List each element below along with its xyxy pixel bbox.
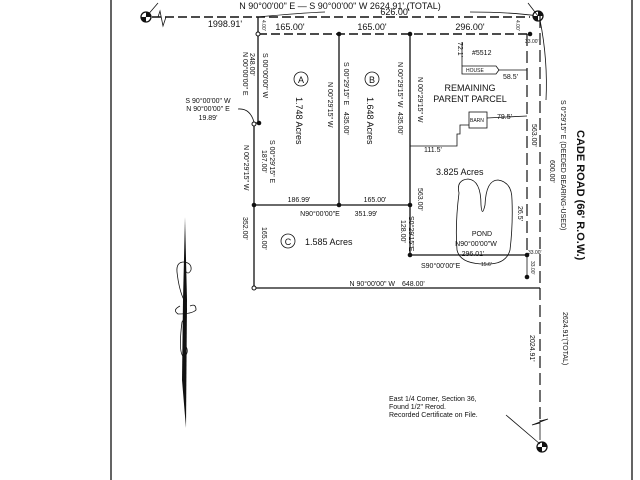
top-seg-c: 296.00': [455, 22, 485, 32]
barn-west-dist: 111.5': [424, 147, 442, 154]
barn-annex: [410, 124, 469, 147]
house-label: HOUSE: [466, 68, 484, 74]
lot-a-lower-bearing: S 00°29'15" E: [268, 140, 276, 184]
lot-a-lower-bearing-out: N 00°29'15" W: [242, 145, 250, 191]
lot-c-south-bearing: N 90°00'00" W: [349, 280, 395, 288]
jog-dist: 19.89': [199, 115, 218, 122]
parent-title-1: REMAINING: [444, 83, 495, 93]
top-seg-a: 165.00': [275, 22, 305, 32]
se-row-dist-1: 33.00': [528, 250, 542, 256]
leader-line: [237, 108, 255, 123]
row-corner-dist: 33.00': [525, 39, 539, 45]
note-line-2: Found 1/2" Rerod.: [389, 404, 446, 411]
lot-b-west-bearing-out: N 00°29'15" W: [326, 82, 334, 128]
lot-c-north-dist: 351.99': [355, 211, 378, 218]
lot-a-lower-dist: 187.00': [260, 150, 267, 173]
jog-bearing-1: S 90°00'00" W: [185, 97, 231, 105]
parent-acres: 3.825 Acres: [436, 167, 484, 177]
dimension-arc: [257, 11, 326, 18]
lot-b-east-dist: 435.00': [396, 112, 403, 135]
lot-a-west-dist: 248.00': [248, 53, 255, 76]
lot-c-west-outer-dist: 352.00': [241, 217, 248, 240]
lot-c-west-dist: 165.00': [260, 227, 267, 250]
pond-setback: 26.5': [516, 206, 523, 221]
lot-c-acres: 1.585 Acres: [305, 237, 353, 247]
dimension-arc: [469, 11, 539, 17]
road-total-dist: 2624.91'(TOTAL): [561, 312, 568, 365]
break-symbol: [531, 418, 549, 440]
lot-a-label: A: [298, 75, 304, 85]
lot-b-label: B: [369, 75, 375, 85]
pond-label: POND: [472, 231, 492, 238]
monument-icon: [140, 2, 159, 23]
parcel-west-south-boundary: [253, 17, 540, 289]
pond-distance: 15.6': [481, 262, 492, 268]
top-total-distance: 626.00': [380, 7, 410, 17]
lot-a-marker: [293, 71, 309, 87]
barn-label: BARN: [470, 118, 484, 124]
lot-b-south-dist: 165.00': [364, 197, 387, 204]
row-west-dist: 4.00': [260, 20, 266, 31]
lot-a-south-dist: 186.99': [288, 197, 311, 204]
parent-south-bearing-2: S90°00'00"E: [421, 262, 461, 270]
note-line-3: Recorded Certificate on File.: [389, 412, 478, 419]
monument-icon: [527, 2, 544, 22]
lot-b-west-dist: 435.00': [342, 112, 349, 135]
monument-icon: [536, 441, 548, 453]
lot-b-marker: [364, 71, 380, 87]
parent-west-dist: 563.00': [416, 188, 423, 211]
lot-c-south-dist: 648.00': [402, 281, 425, 288]
parent-east-dist: 563.00': [530, 124, 537, 147]
row-east-dist: 4.00': [514, 20, 520, 31]
parent-south-dist: 296.01': [462, 251, 485, 258]
pond-outline: [455, 178, 513, 265]
se-row-dist-2: 33.00': [529, 261, 535, 275]
jog-bearing-2: N 90°00'00" E: [186, 105, 230, 113]
parent-title-2: PARENT PARCEL: [433, 94, 507, 104]
parent-south-bearing: N90°00'00"W: [455, 240, 497, 248]
road-bearing: S 0°29'15" E (DEEDED BEARING-USED): [559, 100, 567, 230]
note-line-1: East 1/4 Corner, Section 36,: [389, 396, 477, 403]
barn-setback: 79.5': [497, 114, 512, 121]
lot-a-west-bearing-out: N 00°00'00" E: [241, 52, 249, 96]
house-north-dist: 72.1': [456, 42, 463, 57]
lot-b-acres: 1.648 Acres: [365, 97, 375, 145]
lot-c-east-bearing: S0°29'15"E: [407, 216, 415, 252]
dimension-line: [486, 115, 528, 119]
house-outline: [461, 65, 500, 75]
parent-west-bearing: N 00°29'15" W: [416, 77, 424, 123]
road-name: CADE ROAD (66' R.O.W.): [574, 130, 586, 261]
north-arrow-icon: [175, 217, 197, 428]
road-dist: 600.00': [548, 160, 555, 183]
corner-markers: [251, 31, 533, 291]
lot-b-east-bearing: N 00°29'15" W: [396, 62, 404, 108]
dimension-arc: [539, 19, 547, 101]
top-west-distance: 1998.91': [208, 19, 243, 29]
break-symbol: [152, 9, 172, 28]
barn-outline: [468, 111, 488, 129]
house-setback: 58.5': [503, 74, 518, 81]
top-seg-b: 165.00': [357, 22, 387, 32]
lot-c-north-bearing: N90°00'00"E: [300, 210, 340, 218]
lot-c-marker: [280, 233, 296, 249]
lot-c-east-dist: 128.00': [399, 220, 406, 243]
lot-c-label: C: [285, 237, 292, 247]
lot-b-west-bearing: S 00°29'15" E: [342, 62, 350, 106]
top-bearing-label: N 90°00'00" E — S 90°00'00" W 2624.91' (…: [239, 1, 441, 11]
road-south-dist: 2024.91': [528, 335, 535, 362]
lot-a-west-bearing: S 00°00'00" W: [261, 53, 269, 99]
leader-line: [505, 414, 541, 445]
lot-a-acres: 1.748 Acres: [294, 97, 304, 145]
address-label: #5512: [472, 50, 492, 57]
